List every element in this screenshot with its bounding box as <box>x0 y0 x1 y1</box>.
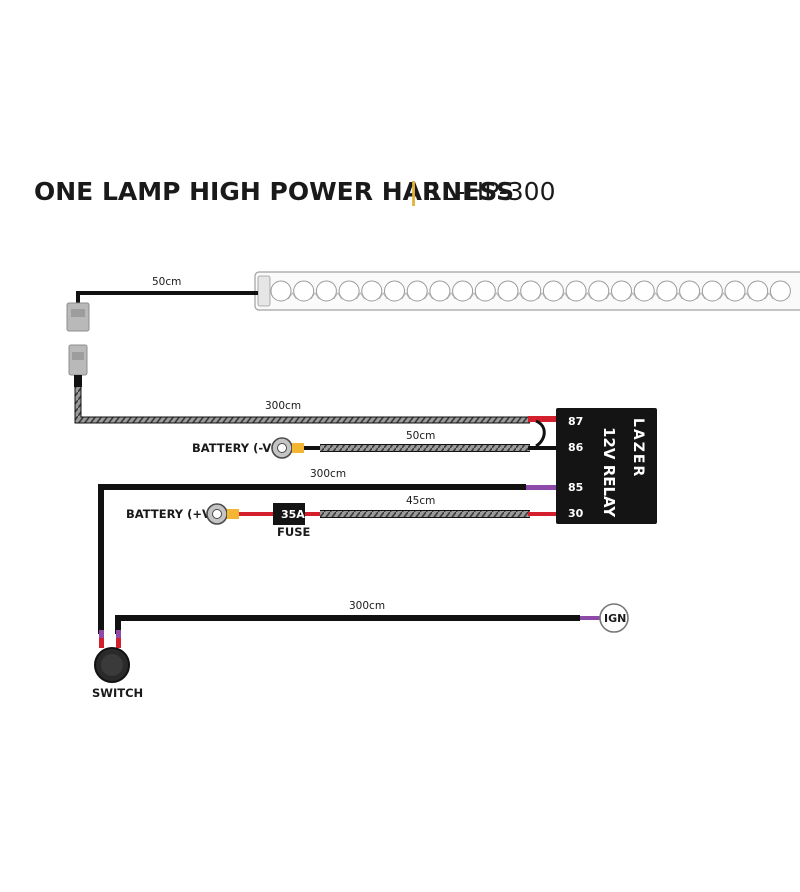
relay-pin-87: 87 <box>568 415 583 428</box>
led-divider <box>424 292 433 300</box>
led-divider <box>378 292 388 300</box>
pin30-red-lead <box>528 512 556 516</box>
inline-fuse-icon: 35A <box>273 503 305 525</box>
led-optic <box>611 280 632 302</box>
switch-to-ign-length: 300cm <box>349 600 385 612</box>
led-optic <box>747 280 769 302</box>
led-optic <box>338 280 360 302</box>
led-optic <box>497 280 519 302</box>
pin85-purple-lead <box>526 485 556 490</box>
battery-neg-length: 50cm <box>406 430 435 442</box>
harness-title: ONE LAMP HIGH POWER HARNESS <box>34 177 514 206</box>
led-optic <box>565 280 587 302</box>
led-divider <box>469 292 479 300</box>
lamp-to-relay-wire <box>75 387 530 423</box>
led-divider <box>719 292 728 300</box>
led-divider <box>651 292 660 300</box>
fuse-rating: 35A <box>281 508 305 521</box>
part-code: 1L-HP-300 <box>427 177 555 206</box>
led-optic <box>769 280 791 302</box>
battery-pos-label: BATTERY (+VE) <box>126 507 224 521</box>
battery-pos-wire <box>320 511 530 517</box>
relay-label: 12V RELAY <box>600 427 618 518</box>
rocker-switch-icon <box>94 630 130 683</box>
ring-terminal-icon <box>206 503 239 525</box>
led-divider <box>560 292 570 300</box>
light-bar-icon <box>254 271 800 311</box>
ring-terminal-icon <box>271 437 304 459</box>
battery-pos-red-lead <box>239 512 273 516</box>
battery-neg-label: BATTERY (-VE) <box>192 441 284 455</box>
fuse-out-red-lead <box>305 512 321 516</box>
led-divider <box>401 292 411 300</box>
battery-neg-wire <box>320 445 530 451</box>
led-optic <box>701 280 723 302</box>
pin87-red-lead <box>528 416 556 422</box>
relay-to-switch-length: 300cm <box>310 468 346 480</box>
led-optic <box>270 280 292 302</box>
fuse-label: FUSE <box>277 525 310 539</box>
lamp-to-relay-length: 300cm <box>265 400 301 412</box>
led-divider <box>673 292 683 300</box>
led-optic <box>588 280 610 302</box>
led-divider <box>310 292 320 300</box>
lamp-lead-length: 50cm <box>152 276 181 288</box>
deutsch-connector-icon <box>66 302 90 387</box>
led-optic <box>656 280 678 302</box>
led-optic <box>452 280 474 302</box>
relay-pin-30: 30 <box>568 507 584 520</box>
battery-pos-length: 45cm <box>406 495 435 507</box>
led-divider <box>696 292 706 300</box>
led-divider <box>537 292 547 300</box>
led-divider <box>288 292 297 300</box>
led-divider <box>742 292 751 300</box>
led-divider <box>356 292 365 300</box>
relay-to-switch-wire <box>98 484 526 634</box>
title-separator: | <box>409 177 418 206</box>
led-optic <box>520 280 542 302</box>
relay-pin-86: 86 <box>568 441 584 454</box>
led-divider <box>583 292 592 300</box>
ignition-terminal-icon: IGN <box>599 603 629 633</box>
led-optic <box>429 280 451 302</box>
led-optic <box>384 280 405 302</box>
led-divider <box>764 292 774 300</box>
led-divider <box>515 292 524 300</box>
led-divider <box>492 292 501 300</box>
switch-to-ign-wire <box>115 615 580 634</box>
relay-pin-85: 85 <box>568 481 583 494</box>
lamp-to-relay-wire-outline <box>74 387 530 424</box>
led-divider <box>605 292 615 300</box>
led-optic <box>406 280 428 302</box>
led-optic <box>633 280 655 302</box>
led-optic <box>724 280 746 302</box>
relay-icon: 87 86 85 30 12V RELAY LAZER <box>556 408 657 524</box>
led-divider <box>333 292 343 300</box>
led-optic <box>474 280 496 302</box>
led-optic <box>542 280 564 302</box>
led-divider <box>628 292 638 300</box>
battery-neg-wire-stub <box>304 446 320 450</box>
pin86-lead <box>528 446 556 450</box>
ign-purple-lead <box>580 616 600 620</box>
relay-brand-logo: LAZER <box>630 418 646 478</box>
led-optic <box>315 280 337 302</box>
led-optic <box>361 280 383 302</box>
relay-jumper-wire <box>535 419 546 448</box>
led-optic <box>293 280 315 302</box>
ign-label: IGN <box>604 612 626 625</box>
switch-label: SWITCH <box>92 686 143 700</box>
led-optic <box>679 280 701 302</box>
led-divider <box>446 292 456 300</box>
